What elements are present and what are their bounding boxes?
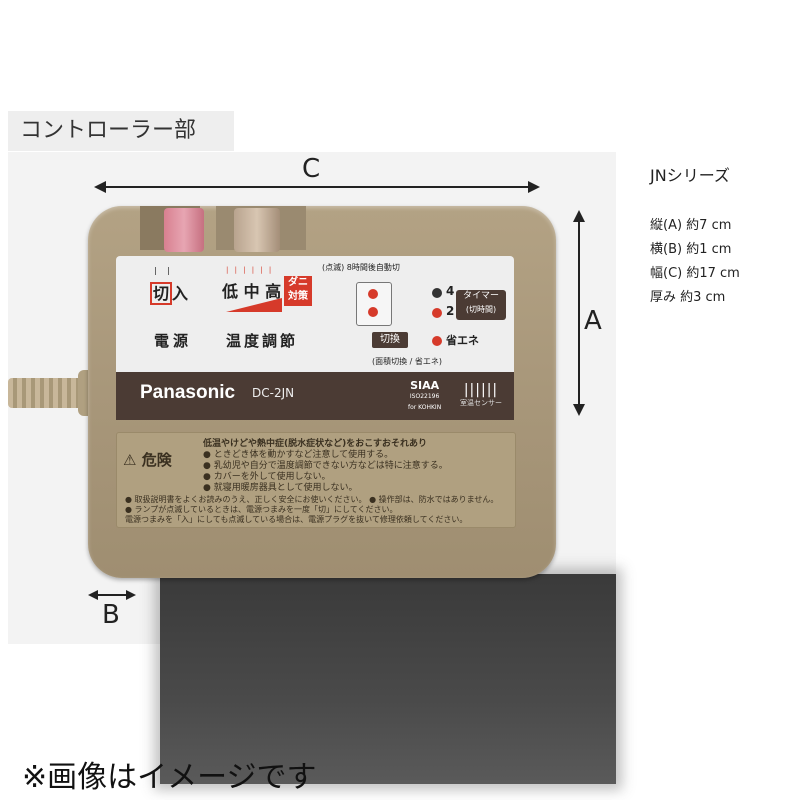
timer-level-4: 4: [446, 284, 455, 298]
footer-line: 電源つまみを「入」にしても点滅している場合は、電源プラグを抜いて修理依頼してくだ…: [125, 515, 468, 524]
controller-body: | | 切入 電源 | | | | | | 低 中 高 ダニ対策 温度調節 (点…: [88, 206, 556, 578]
eco-label: 省エネ: [446, 334, 479, 347]
footer-line: ● ランプが点滅しているときは、電源つまみを一度「切」にしてください。: [125, 505, 398, 514]
dimension-b-label: B: [102, 600, 120, 630]
warning-text: 低温やけどや熱中症(脱水症状など)をおこすおそれあり ● ときどき体を動かすなど…: [203, 439, 448, 494]
power-ticks: | |: [154, 266, 174, 275]
mite-mode-badge: ダニ対策: [284, 276, 312, 306]
temperature-label: 温度調節: [226, 332, 299, 350]
timer-sub-label: (切時間): [465, 305, 497, 314]
switch-note: (面積切換 / 省エネ): [372, 357, 443, 366]
power-off-label: 切: [150, 282, 173, 305]
power-positions: 切入: [150, 280, 189, 305]
warning-line: ● 乳幼児や自分で温度調節できない方などは特に注意する。: [203, 461, 448, 471]
power-label: 電源: [154, 332, 193, 350]
auto-off-note: (点滅) 8時間後自動切: [322, 263, 400, 272]
temp-ticks: | | | | | |: [226, 266, 274, 274]
sensor-label: 室温センサー: [460, 399, 502, 407]
image-disclaimer: ※画像はイメージです: [22, 760, 317, 795]
timer-label: タイマー: [462, 291, 499, 301]
warning-triangle-icon: ⚠: [123, 451, 137, 469]
switch-button-housing: [356, 282, 392, 326]
warning-footer: ● 取扱説明書をよくお読みのうえ、正しく安全にお使いください。 ● 操作部は、防…: [125, 495, 498, 525]
indicator-lamp-1: [368, 289, 378, 299]
temperature-knob: [234, 208, 280, 252]
brand-logo: Panasonic: [140, 382, 236, 403]
siaa-line2: for KOHKIN: [408, 404, 442, 411]
timer-lamp-2: [432, 308, 442, 318]
indicator-lamp-2: [368, 307, 378, 317]
warning-line: ● 就寝用暖房器具として使用しない。: [203, 483, 358, 493]
spec-thickness: 厚み 約3 cm: [650, 290, 726, 305]
depth-arrow: [88, 590, 136, 600]
spec-depth: 横(B) 約1 cm: [650, 242, 732, 257]
dimension-a-label: A: [584, 306, 602, 336]
timer-level-2: 2: [446, 304, 455, 318]
temp-ramp-icon: [226, 298, 282, 312]
power-knob: [164, 208, 204, 252]
room-sensor: |||||| 室温センサー: [460, 382, 502, 408]
series-title: JNシリーズ: [650, 166, 730, 185]
spec-width: 幅(C) 約17 cm: [650, 266, 740, 281]
warning-panel: ⚠ 危険 低温やけどや熱中症(脱水症状など)をおこすおそれあり ● ときどき体を…: [116, 432, 516, 528]
warning-line: ● カバーを外して使用しない。: [203, 472, 331, 482]
danger-title: 危険: [141, 451, 172, 469]
siaa-line1: ISO22196: [409, 393, 440, 400]
siaa-name: SIAA: [410, 379, 440, 392]
height-arrow: [573, 210, 585, 416]
power-on-label: 入: [172, 284, 189, 303]
brand-bar: Panasonic DC-2JN SIAA ISO22196 for KOHKI…: [116, 372, 514, 420]
siaa-mark: SIAA ISO22196 for KOHKIN: [408, 380, 441, 413]
width-arrow: [94, 181, 540, 193]
warning-line: 低温やけどや熱中症(脱水症状など)をおこすおそれあり: [203, 439, 428, 449]
switch-label: 切換: [372, 332, 408, 348]
footer-line: ● 取扱説明書をよくお読みのうえ、正しく安全にお使いください。 ● 操作部は、防…: [125, 495, 499, 504]
timer-lamp-4: [432, 288, 442, 298]
danger-label: ⚠ 危険: [123, 453, 172, 468]
dimension-c-label: C: [302, 154, 321, 184]
timer-badge: タイマー (切時間): [456, 290, 506, 320]
eco-lamp: [432, 336, 442, 346]
thickness-shadow: [160, 574, 616, 784]
sensor-icon: ||||||: [463, 382, 499, 398]
temp-levels: 低 中 高: [222, 282, 282, 301]
warning-line: ● ときどき体を動かすなど注意して使用する。: [203, 450, 394, 460]
model-number: DC-2JN: [252, 386, 295, 400]
spec-height: 縦(A) 約7 cm: [650, 218, 732, 233]
section-label: コントローラー部: [8, 111, 234, 151]
